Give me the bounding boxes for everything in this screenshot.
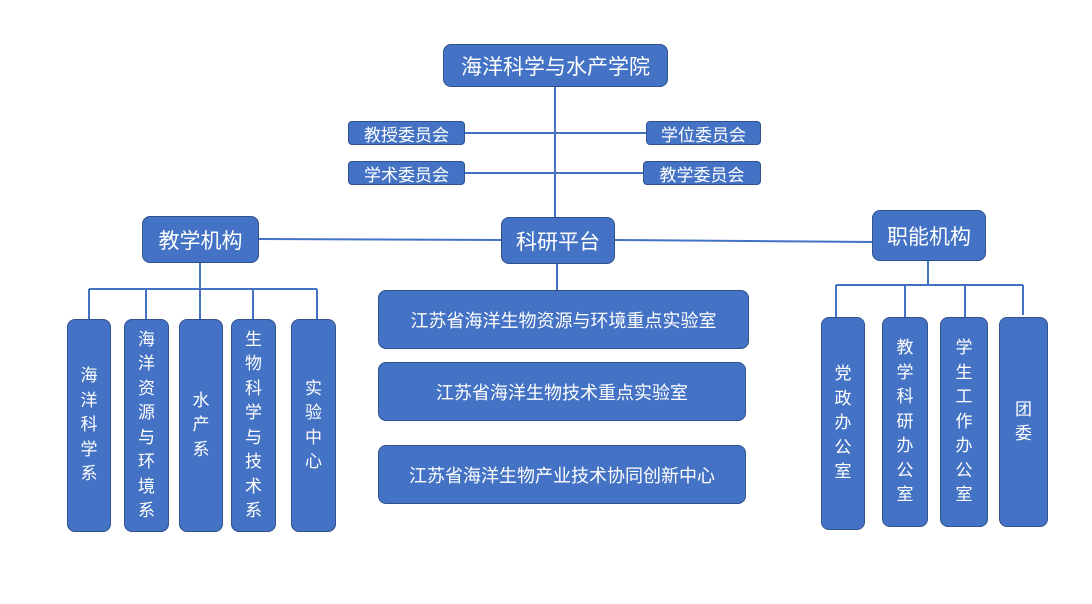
research-lab-node: 江苏省海洋生物产业技术协同创新中心 — [378, 445, 746, 504]
node-label: 水产系 — [193, 389, 210, 463]
label-char: 系 — [192, 439, 210, 460]
committee-teaching: 教学委员会 — [643, 161, 761, 186]
root-node: 海洋科学与水产学院 — [443, 44, 668, 87]
label-char: 海 — [138, 329, 155, 350]
label-char: 技 — [245, 452, 262, 472]
label-char: 政 — [834, 388, 852, 409]
office-node: 团委 — [999, 317, 1048, 527]
node-label: 团委 — [1015, 398, 1032, 447]
link-research-functional — [613, 239, 874, 243]
label-char: 党 — [834, 364, 852, 385]
label-char: 办 — [896, 436, 914, 457]
label-char: 团 — [1015, 399, 1032, 420]
node-label: 党政办公室 — [835, 362, 852, 485]
research-lab-label: 江苏省海洋生物产业技术协同创新中心 — [409, 465, 715, 487]
link-teaching-research — [257, 238, 503, 241]
label-char: 委 — [1015, 424, 1032, 444]
research-lab-label: 江苏省海洋生物技术重点实验室 — [436, 382, 688, 404]
node-label: 实验中心 — [305, 377, 322, 475]
label-char: 教 — [896, 338, 914, 359]
label-char: 科 — [896, 387, 914, 408]
label-char: 办 — [955, 436, 973, 457]
label-char: 与 — [245, 427, 262, 448]
label-char: 生 — [955, 362, 973, 383]
dept-node: 海洋资源与环境系 — [124, 319, 169, 532]
label-char: 办 — [834, 413, 852, 434]
research-lab-node: 江苏省海洋生物技术重点实验室 — [378, 362, 746, 421]
label-char: 洋 — [138, 354, 155, 374]
label-char: 生 — [245, 329, 262, 350]
label-char: 洋 — [80, 390, 98, 411]
node-label: 教学科研办公室 — [897, 336, 914, 508]
label-char: 室 — [896, 485, 914, 506]
committee-label: 教授委员会 — [364, 125, 449, 146]
root-label: 海洋科学与水产学院 — [461, 54, 650, 79]
label-char: 研 — [896, 411, 914, 432]
branch-label: 科研平台 — [516, 229, 600, 254]
node-label: 海洋科学系 — [81, 364, 98, 487]
branch-teaching: 教学机构 — [142, 216, 259, 263]
committee-professors: 教授委员会 — [348, 121, 465, 146]
label-char: 室 — [955, 485, 973, 506]
dept-node: 实验中心 — [291, 319, 336, 532]
node-label: 学生工作办公室 — [956, 336, 973, 508]
label-char: 学 — [80, 439, 98, 460]
label-char: 系 — [245, 501, 262, 521]
branch-label: 教学机构 — [158, 228, 243, 253]
label-char: 术 — [245, 476, 262, 497]
branch-research: 科研平台 — [501, 217, 615, 264]
label-char: 系 — [138, 501, 155, 521]
label-char: 室 — [834, 462, 852, 483]
label-char: 系 — [80, 464, 98, 485]
label-char: 工 — [955, 387, 973, 408]
label-char: 中 — [305, 427, 322, 448]
label-char: 学 — [896, 362, 914, 383]
label-char: 产 — [192, 415, 210, 436]
committee-label: 教学委员会 — [659, 165, 745, 186]
dept-node: 水产系 — [179, 319, 223, 532]
research-lab-node: 江苏省海洋生物资源与环境重点实验室 — [378, 290, 749, 349]
label-char: 科 — [245, 378, 262, 399]
label-char: 资 — [138, 378, 155, 399]
branch-functional: 职能机构 — [872, 210, 986, 261]
label-char: 公 — [955, 460, 973, 481]
label-char: 与 — [138, 427, 155, 448]
label-char: 实 — [305, 378, 322, 399]
label-char: 学 — [955, 338, 973, 359]
label-char: 水 — [192, 390, 210, 411]
dept-node: 生物科学与技术系 — [231, 319, 276, 532]
label-char: 物 — [245, 354, 262, 374]
label-char: 海 — [80, 366, 98, 387]
node-label: 生物科学与技术系 — [245, 328, 262, 524]
label-char: 源 — [138, 403, 155, 423]
research-lab-label: 江苏省海洋生物资源与环境重点实验室 — [410, 310, 717, 332]
label-char: 心 — [305, 452, 322, 472]
dept-node: 海洋科学系 — [67, 319, 111, 532]
label-char: 公 — [896, 460, 914, 481]
office-node: 党政办公室 — [821, 317, 865, 530]
office-node: 学生工作办公室 — [940, 317, 988, 527]
label-char: 公 — [834, 437, 852, 458]
label-char: 作 — [955, 411, 973, 432]
committee-academic: 学术委员会 — [348, 161, 465, 186]
committee-degree: 学位委员会 — [646, 121, 761, 146]
node-label: 海洋资源与环境系 — [138, 328, 155, 524]
committee-label: 学术委员会 — [364, 165, 449, 186]
label-char: 验 — [305, 403, 322, 423]
committee-label: 学位委员会 — [661, 125, 746, 146]
label-char: 科 — [80, 415, 98, 436]
branch-label: 职能机构 — [887, 224, 971, 249]
label-char: 环 — [138, 452, 155, 472]
label-char: 学 — [245, 403, 262, 423]
label-char: 境 — [138, 476, 155, 497]
office-node: 教学科研办公室 — [882, 317, 928, 527]
